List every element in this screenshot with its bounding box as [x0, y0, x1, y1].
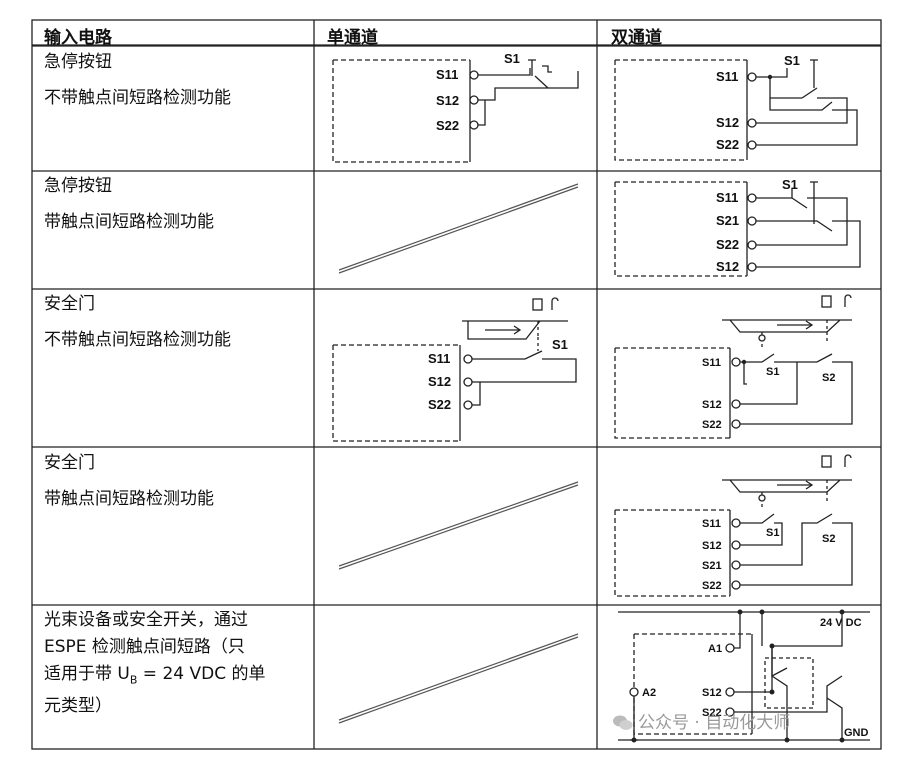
- row1-line2: 不带触点间短路检测功能: [44, 88, 231, 108]
- row4-line2: 带触点间短路检测功能: [44, 489, 214, 509]
- row2-line1: 急停按钮: [44, 176, 112, 196]
- row3-single-s22: S22: [428, 397, 451, 412]
- row5-dual-24vdc: 24 V DC: [820, 617, 862, 629]
- row4-dual-s1: S1: [766, 527, 779, 539]
- row3-line1: 安全门: [44, 294, 95, 314]
- row4-dual-s12: S12: [702, 540, 722, 552]
- row1-single-s12: S12: [436, 93, 459, 108]
- row5-dual-gnd: GND: [844, 727, 869, 739]
- row1-description: 急停按钮 不带触点间短路检测功能: [44, 51, 231, 123]
- row2-line2: 带触点间短路检测功能: [44, 212, 214, 232]
- row2-dual-s12: S12: [716, 259, 739, 274]
- header-dual-channel: 双通道: [611, 28, 662, 48]
- watermark-text: 公众号 · 自动化大师: [638, 713, 791, 733]
- row3-dual-diagram: S1 S2 S11 S12 S22: [614, 294, 853, 439]
- row4-dual-s22: S22: [702, 580, 722, 592]
- row5-dual-a2: A2: [642, 687, 656, 699]
- na-line-row2: [338, 183, 579, 271]
- row1-dual-s22: S22: [716, 137, 739, 152]
- row2-description: 急停按钮 带触点间短路检测功能: [44, 175, 214, 247]
- na-line-row5: [338, 633, 579, 721]
- row5-description: 光束设备或安全开关，通过 ESPE 检测触点间短路（只 适用于带 UB = 24…: [44, 609, 266, 722]
- row4-description: 安全门 带触点间短路检测功能: [44, 452, 214, 524]
- row2-dual-s11: S11: [716, 190, 738, 205]
- row3-single-s11: S11: [428, 351, 450, 366]
- wechat-icon: [613, 715, 633, 730]
- row5-line1: 光束设备或安全开关，通过: [44, 610, 248, 630]
- row3-description: 安全门 不带触点间短路检测功能: [44, 293, 231, 365]
- row2-dual-s1: S1: [782, 177, 798, 192]
- row5-line4: 元类型）: [44, 696, 112, 717]
- row2-dual-diagram: S1 S11 S21 S22 S12: [614, 177, 861, 277]
- row5-line3: 适用于带 UB = 24 VDC 的单: [44, 664, 266, 687]
- row3-dual-s2: S2: [822, 372, 835, 384]
- row4-dual-s11: S11: [702, 518, 721, 530]
- row4-dual-s2: S2: [822, 533, 835, 545]
- row5-dual-a1: A1: [708, 643, 722, 655]
- row5-line2: ESPE 检测触点间短路（只: [44, 637, 245, 657]
- row4-line1: 安全门: [44, 453, 95, 473]
- row2-dual-s22: S22: [716, 237, 739, 252]
- na-line-row4: [338, 481, 579, 567]
- row1-single-s11: S11: [436, 67, 458, 82]
- row2-dual-s21: S21: [716, 213, 739, 228]
- row5-dual-s12: S12: [702, 687, 722, 699]
- row1-line1: 急停按钮: [44, 52, 112, 72]
- watermark: 公众号 · 自动化大师: [612, 708, 790, 733]
- row3-dual-s22: S22: [702, 419, 722, 431]
- row5-dual-s22: S22: [702, 707, 722, 719]
- row3-single-s12: S12: [428, 374, 451, 389]
- row4-dual-s21: S21: [702, 560, 722, 572]
- row1-dual-s11: S11: [716, 69, 738, 84]
- row5-dual-diagram: 24 V DC A1 A2 S12 S22 GND: [618, 609, 870, 743]
- row1-single-s22: S22: [436, 118, 459, 133]
- row3-dual-s1: S1: [766, 366, 779, 378]
- row3-single-s1: S1: [552, 337, 568, 352]
- row4-dual-diagram: S1 S2 S11 S12 S21 S22: [614, 454, 853, 597]
- row1-dual-s1: S1: [784, 53, 800, 68]
- row1-single-diagram: S1 S11 S12 S22: [332, 51, 579, 163]
- header-input-circuit: 输入电路: [44, 28, 112, 48]
- row3-line2: 不带触点间短路检测功能: [44, 330, 231, 350]
- row1-dual-diagram: S1 S11 S12 S22: [614, 53, 858, 161]
- row1-dual-s12: S12: [716, 115, 739, 130]
- row1-single-s1: S1: [504, 51, 520, 66]
- header-single-channel: 单通道: [327, 28, 378, 48]
- row3-dual-s12: S12: [702, 399, 722, 411]
- row3-dual-s11: S11: [702, 357, 721, 369]
- row3-single-diagram: S1 S11 S12 S22: [332, 297, 577, 442]
